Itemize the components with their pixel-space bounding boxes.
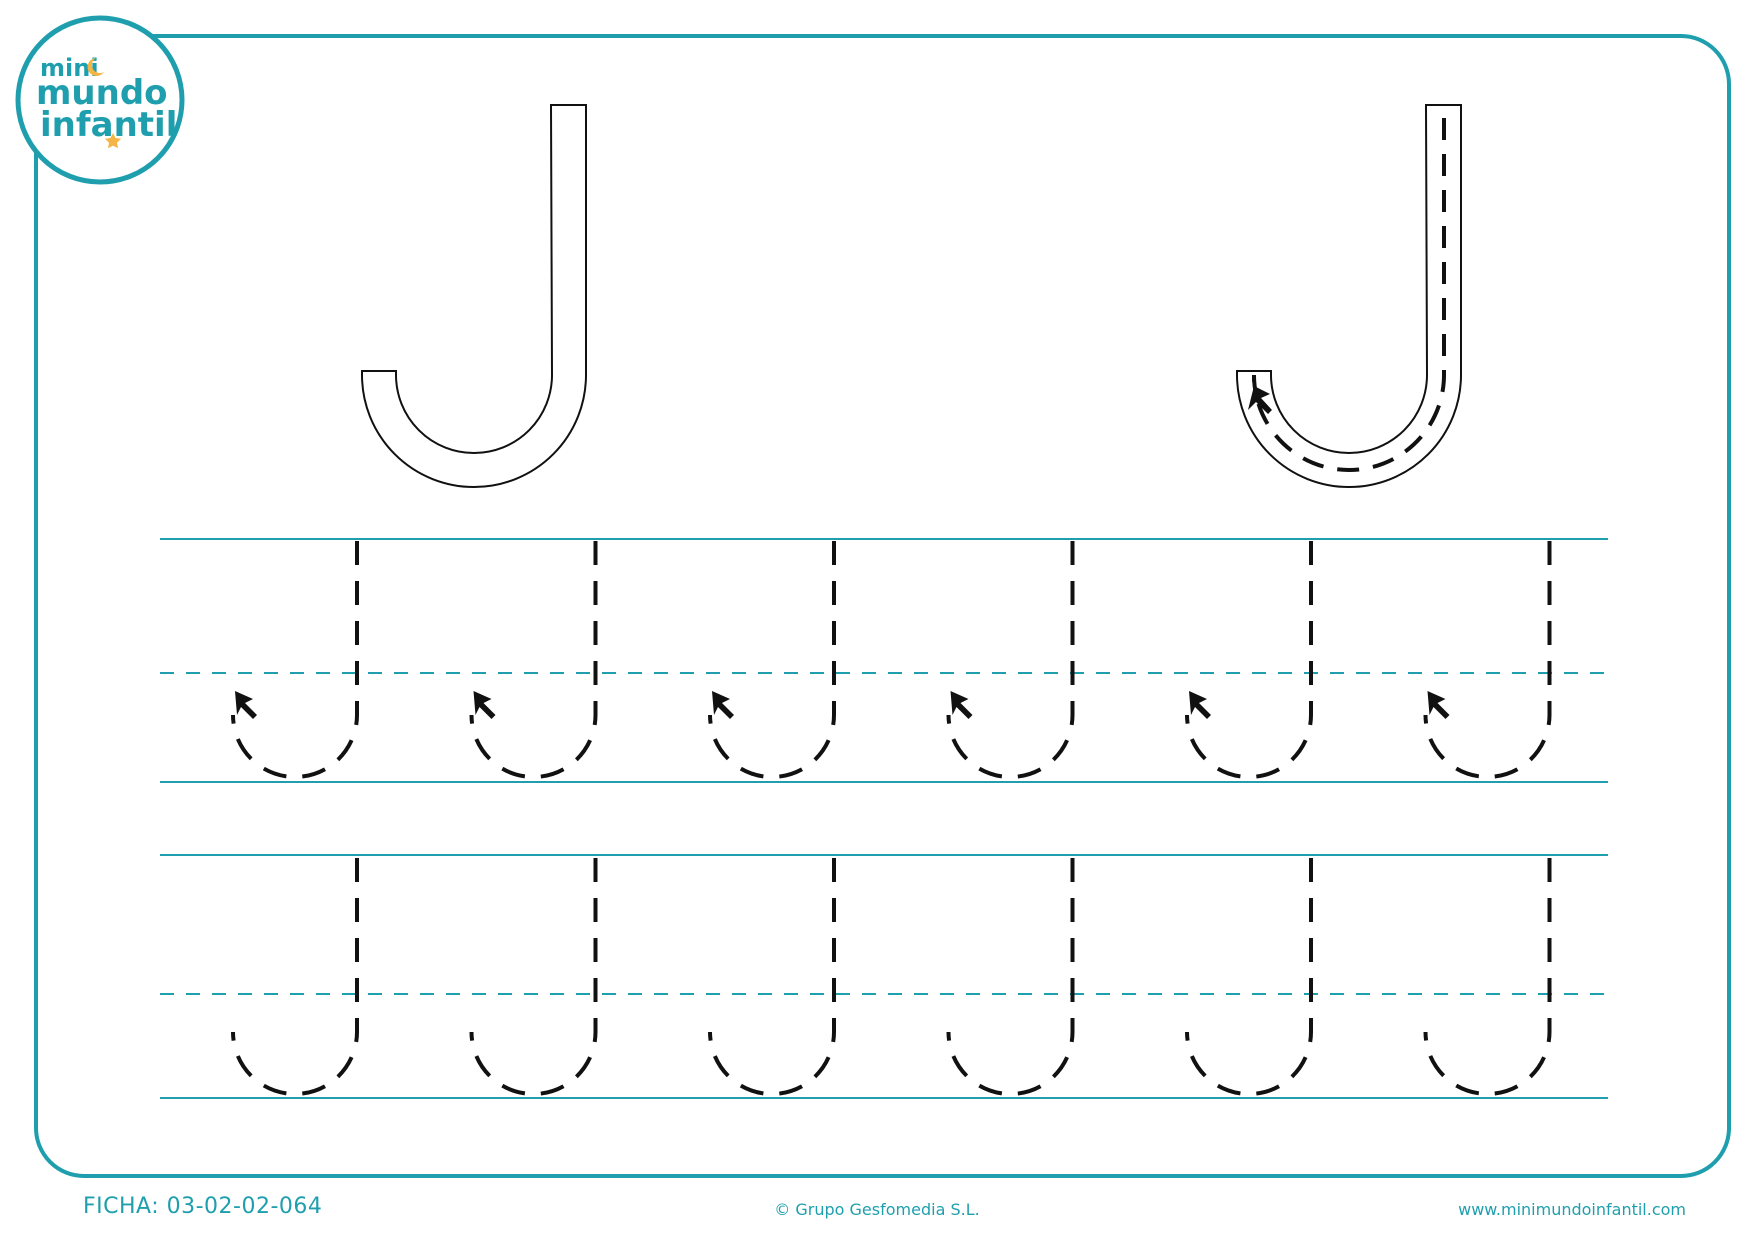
- model-letter-j-outline: [361, 104, 587, 488]
- tracing-letter-j: [946, 858, 1075, 1096]
- direction-arrow-icon: [1248, 386, 1272, 414]
- tracing-letter-j: [231, 541, 359, 779]
- tracing-letter-j: [946, 541, 1075, 779]
- sheet-code: FICHA: 03-02-02-064: [83, 1194, 323, 1219]
- ruling-lines: [160, 538, 1608, 1099]
- guide-dashed-stroke: [1252, 118, 1446, 472]
- tracing-row-2: [231, 858, 1552, 1096]
- tracing-letter-j: [708, 858, 836, 1096]
- tracing-letter-j: [231, 858, 359, 1096]
- direction-arrow-icon: [712, 691, 734, 719]
- tracing-letter-j: [469, 541, 598, 779]
- brand-logo: mini mundo infantil: [15, 15, 185, 185]
- moon-icon: [87, 58, 104, 76]
- website-link[interactable]: www.minimundoinfantil.com: [1458, 1200, 1686, 1219]
- star-icon: [105, 133, 121, 149]
- tracing-letter-j: [708, 541, 836, 779]
- logo-line-mundo: mundo: [36, 73, 168, 113]
- tracing-letter-j: [1185, 858, 1313, 1096]
- tracing-row-1: [231, 541, 1552, 779]
- direction-arrow-icon: [950, 691, 973, 719]
- tracing-letter-j: [1423, 858, 1552, 1096]
- direction-arrow-icon: [473, 691, 496, 719]
- direction-arrow-icon: [1189, 691, 1211, 719]
- direction-arrow-icon: [1427, 691, 1450, 719]
- tracing-letter-j: [1423, 541, 1552, 779]
- tracing-letter-j: [469, 858, 598, 1096]
- page-frame: [34, 34, 1731, 1178]
- model-letter-j-guided: [1236, 104, 1462, 488]
- copyright-notice: © Grupo Gesfomedia S.L.: [774, 1200, 980, 1219]
- tracing-letter-j: [1185, 541, 1313, 779]
- direction-arrow-icon: [235, 691, 257, 719]
